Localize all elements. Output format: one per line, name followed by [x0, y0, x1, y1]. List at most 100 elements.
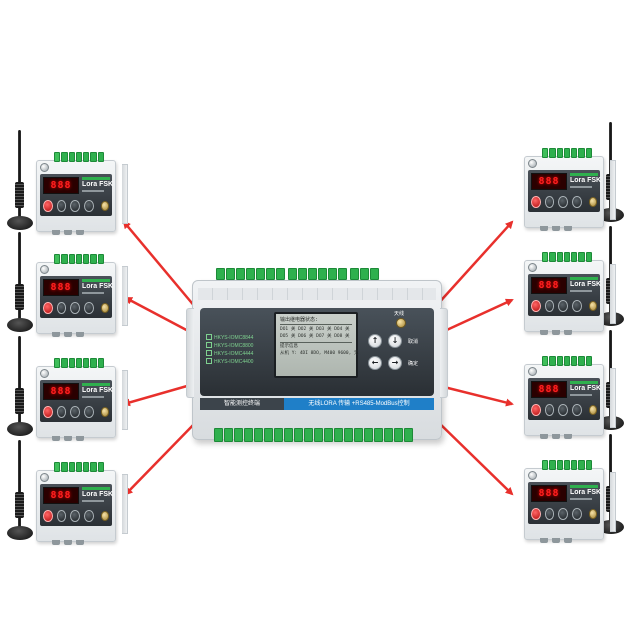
button[interactable]: [558, 404, 569, 416]
button[interactable]: [544, 196, 555, 208]
led-display: 888: [43, 279, 79, 296]
button[interactable]: [84, 200, 94, 212]
right-arrow-button[interactable]: →: [388, 356, 402, 370]
node-feet: [52, 332, 88, 338]
knob-icon: [528, 263, 537, 272]
button[interactable]: [544, 300, 555, 312]
node-buttons: [43, 509, 109, 523]
button[interactable]: [56, 510, 67, 522]
left-arrow-button[interactable]: ←: [368, 356, 382, 370]
button[interactable]: [84, 406, 94, 418]
model-item: HKYS-IOMC8800: [206, 342, 270, 350]
button[interactable]: [572, 508, 582, 520]
red-button[interactable]: [43, 406, 53, 418]
antenna-left-1: [5, 130, 35, 240]
red-button[interactable]: [531, 404, 541, 416]
antenna-connector-icon: [588, 197, 597, 207]
red-button[interactable]: [531, 300, 541, 312]
red-button[interactable]: [531, 508, 541, 520]
arrow-right-3: [439, 384, 514, 407]
node-buttons: [531, 403, 597, 417]
button[interactable]: [572, 300, 582, 312]
button[interactable]: [56, 406, 67, 418]
din-rail-clip: [122, 164, 128, 224]
arrow-left-4: [124, 419, 199, 496]
red-button[interactable]: [43, 200, 53, 212]
relay-status: DO4 关: [334, 327, 350, 332]
screen-row-2: DO5 关 DO6 关 DO7 关 DO8 关: [280, 333, 352, 340]
node-badge-label: Lora FSK: [570, 385, 602, 392]
button[interactable]: [544, 508, 555, 520]
knob-icon: [40, 163, 49, 172]
front-panel: HKYS-IOMC8844 HKYS-IOMC8800 HKYS-IOMC444…: [200, 308, 434, 396]
button[interactable]: [84, 510, 94, 522]
button[interactable]: [572, 196, 582, 208]
button[interactable]: [56, 302, 67, 314]
relay-status: DO5 关: [280, 334, 296, 339]
button[interactable]: [572, 404, 582, 416]
node-badge: Lora FSK: [82, 487, 114, 504]
antenna-left-2: [5, 232, 35, 342]
node-buttons: [531, 507, 597, 521]
knob-icon: [528, 471, 537, 480]
label-strip: 智能测控终端 无线LORA 传输 +RS485-ModBus控制: [200, 398, 434, 410]
knob-icon: [40, 473, 49, 482]
node-feet: [540, 330, 576, 336]
din-rail-clip: [122, 474, 128, 534]
node-buttons: [43, 199, 109, 213]
button[interactable]: [56, 200, 67, 212]
button[interactable]: [558, 196, 569, 208]
protocol-label: 无线LORA 传输 +RS485-ModBus控制: [284, 398, 434, 410]
antenna-connector-icon: [100, 201, 109, 211]
screen-prompt: 提示信息: [280, 344, 298, 349]
down-arrow-button[interactable]: ↓: [388, 334, 402, 348]
antenna-connector-icon: [100, 407, 109, 417]
button[interactable]: [544, 404, 555, 416]
button[interactable]: [84, 302, 94, 314]
cancel-label: 取消: [408, 339, 419, 345]
arrow-right-1: [435, 220, 514, 307]
din-rail-clip-left: [186, 308, 194, 398]
red-button[interactable]: [531, 196, 541, 208]
button[interactable]: [70, 406, 81, 418]
arrow-right-2: [437, 298, 514, 336]
node-feet: [52, 230, 88, 236]
arrow-left-1: [122, 220, 197, 309]
node-badge-label: Lora FSK: [82, 491, 114, 498]
node-badge-label: Lora FSK: [570, 489, 602, 496]
screen-status: 从机 Y: 4DI 8DO, M400 9600, 无: [280, 351, 359, 356]
knob-icon: [528, 367, 537, 376]
lcd-screen: 输出继电器状态: DO1 关 DO2 关 DO3 关 DO4 关 DO5 关 D…: [274, 312, 359, 378]
red-button[interactable]: [43, 302, 53, 314]
antenna-label: 天线: [394, 311, 405, 317]
up-arrow-button[interactable]: ↑: [368, 334, 382, 348]
housing-ribs: [198, 288, 436, 300]
arrow-left-3: [122, 382, 195, 407]
node-feet: [540, 434, 576, 440]
terminal-block: [542, 460, 592, 470]
button[interactable]: [70, 302, 81, 314]
relay-status: DO3 关: [316, 327, 332, 332]
button[interactable]: [70, 200, 81, 212]
screen-divider: [280, 342, 352, 343]
button[interactable]: [70, 510, 81, 522]
antenna-connector-icon: [100, 511, 109, 521]
terminal-block: [54, 152, 104, 162]
node-badge-label: Lora FSK: [570, 281, 602, 288]
terminal-block: [542, 148, 592, 158]
node-badge: Lora FSK: [82, 177, 113, 194]
led-display: 888: [531, 381, 567, 398]
node-buttons: [531, 299, 597, 313]
button[interactable]: [558, 508, 569, 520]
button[interactable]: [558, 300, 569, 312]
model-item: HKYS-IOMC4444: [206, 350, 270, 358]
model-list: HKYS-IOMC8844 HKYS-IOMC8800 HKYS-IOMC444…: [206, 334, 270, 366]
red-button[interactable]: [43, 510, 53, 522]
